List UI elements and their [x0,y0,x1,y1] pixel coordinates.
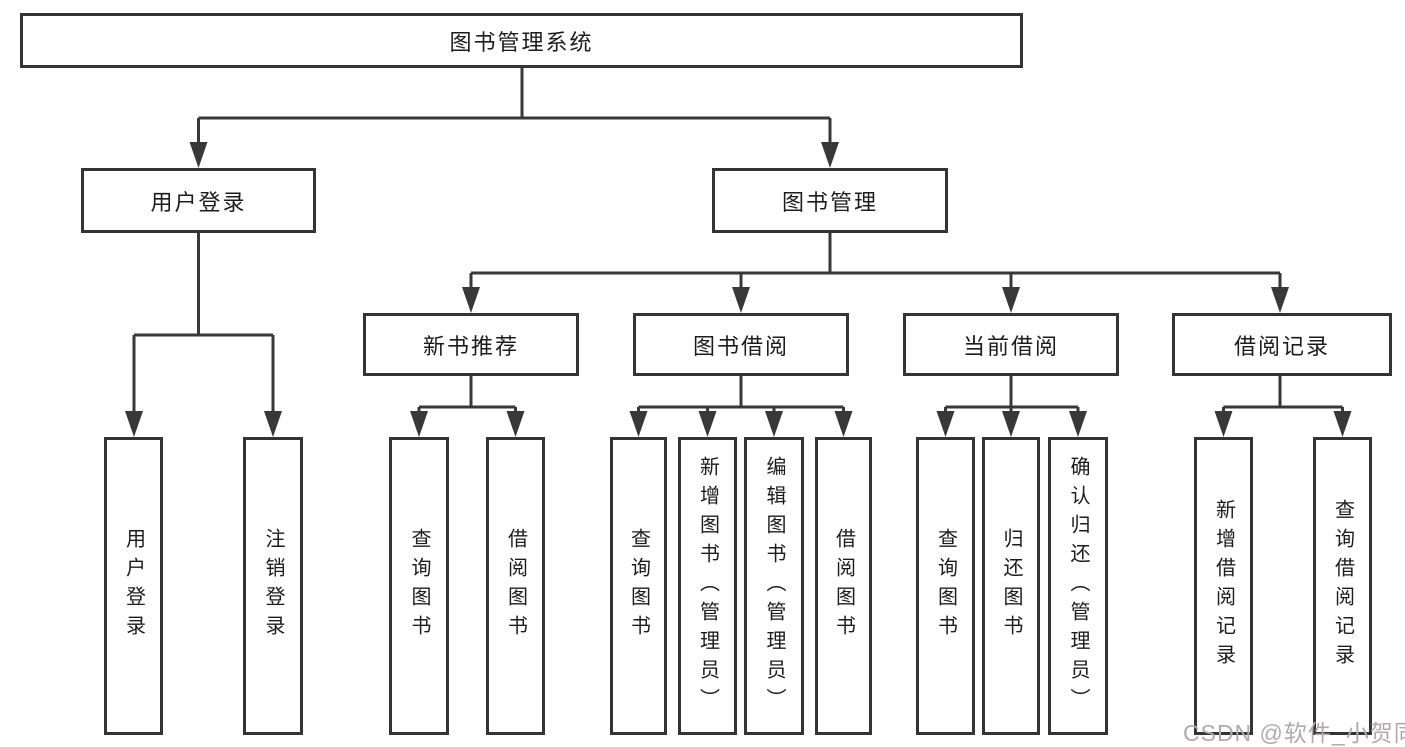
connector-new-book-to-leaves [410,376,525,437]
leaf-query-books-newbook: 查询图书 [389,437,449,735]
leaf-borrow-books-newbook: 借阅图书 [486,437,545,735]
arrowhead [506,411,525,437]
connector-book-borrow-to-leaves [629,376,853,437]
arrowhead [189,142,208,168]
leaf-add-books-admin: 新增图书（管理员） [678,437,737,735]
connector-current-borrow-to-leaves [936,376,1087,437]
node-label: 查询图书 [408,528,430,644]
connector-book-management-to-level3 [462,233,1289,313]
node-label: 注销登录 [262,528,284,644]
leaf-return-books: 归还图书 [982,437,1040,735]
node-borrow-records: 借阅记录 [1172,313,1392,376]
arrowhead [732,287,750,313]
leaf-logout: 注销登录 [243,437,303,735]
node-new-book-recommend: 新书推荐 [363,313,579,376]
node-label: 当前借阅 [962,333,1059,359]
node-label: 查询图书 [934,528,957,644]
arrowhead [936,411,955,437]
arrowhead [1333,411,1352,437]
arrowhead [462,287,480,313]
node-label: 用户登录 [150,189,247,215]
node-label: 查询图书 [627,528,650,644]
connector-borrow-records-to-leaves [1214,376,1352,437]
arrowhead [1214,411,1233,437]
node-label: 借阅图书 [504,528,527,644]
arrowhead [834,411,853,437]
node-label: 借阅记录 [1233,333,1330,359]
node-book-borrow: 图书借阅 [633,313,849,376]
node-label: 图书借阅 [692,333,789,359]
node-current-borrow: 当前借阅 [903,313,1119,376]
leaf-query-borrow-record: 查询借阅记录 [1313,437,1372,735]
arrowhead [1002,287,1020,313]
leaf-query-books-borrow: 查询图书 [610,437,667,735]
arrowhead [1069,411,1087,437]
arrowhead [765,411,783,437]
leaf-query-books-current: 查询图书 [916,437,975,735]
node-label: 新增图书（管理员） [696,455,719,717]
node-label: 借阅图书 [832,528,855,644]
node-label: 新书推荐 [422,333,519,359]
arrowhead [1002,411,1020,437]
connector-root-to-level2 [189,68,839,168]
leaf-borrow-books: 借阅图书 [815,437,872,735]
node-label: 图书管理系统 [449,29,594,55]
connector-user-login-to-leaves [125,233,282,437]
node-user-login: 用户登录 [81,168,316,233]
node-label: 归还图书 [1000,528,1022,644]
node-label: 编辑图书（管理员） [763,455,785,717]
csdn-watermark: CSDN @软件_小贺同学 [1183,720,1405,746]
leaf-edit-books-admin: 编辑图书（管理员） [744,437,804,735]
arrowhead [821,142,839,168]
node-label: 确认归还（管理员） [1067,455,1089,717]
node-label: 图书管理 [781,189,878,215]
leaf-add-borrow-record: 新增借阅记录 [1194,437,1253,735]
arrowhead [410,411,428,437]
node-label: 新增借阅记录 [1212,499,1235,673]
arrowhead [125,411,143,437]
arrowhead [629,411,648,437]
node-label: 用户登录 [122,528,145,644]
arrowhead [698,411,717,437]
node-book-management: 图书管理 [712,168,948,233]
leaf-confirm-return-admin: 确认归还（管理员） [1048,437,1108,735]
arrowhead [264,411,282,437]
node-label: 查询借阅记录 [1331,499,1354,673]
node-root-library-system: 图书管理系统 [20,13,1023,68]
leaf-user-login: 用户登录 [104,437,163,735]
arrowhead [1271,287,1289,313]
